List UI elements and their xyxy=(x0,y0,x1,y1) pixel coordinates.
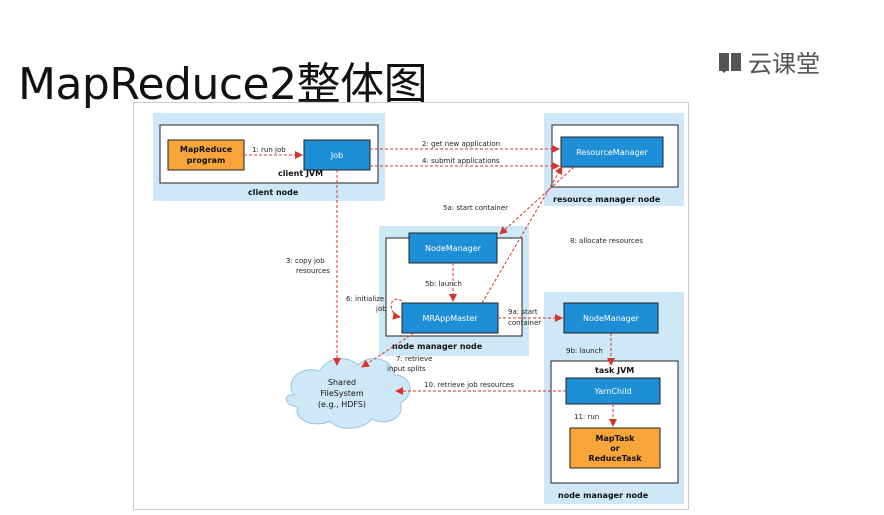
client-node-label: client node xyxy=(248,188,299,197)
label-initialize-line2: job xyxy=(375,305,387,313)
node-manager-node-1-label: node manager node xyxy=(392,342,483,351)
shared-fs-line1: Shared xyxy=(328,378,356,387)
book-icon xyxy=(718,51,742,73)
mr-app-master-label: MRAppMaster xyxy=(422,314,478,323)
node-manager-node-2: NodeManager task JVM YarnChild MapTask o… xyxy=(544,292,684,504)
resource-manager-node-label: resource manager node xyxy=(553,195,661,204)
label-retrieve-job-resources: 10: retrieve job resources xyxy=(424,381,514,389)
label-get-new-application: 2: get new application xyxy=(422,140,500,148)
resource-manager-node: ResourceManager resource manager node xyxy=(544,113,684,206)
arrow-retrieve-input-splits xyxy=(361,332,415,368)
brand-logo: 云课堂 xyxy=(718,44,820,79)
label-copy-job-line1: 3: copy job xyxy=(286,257,325,265)
arrow-start-container-5a xyxy=(499,166,575,235)
label-allocate-resources: 8: allocate resources xyxy=(570,237,643,245)
label-run-task: 11: run xyxy=(574,413,599,421)
label-launch-5b: 5b: launch xyxy=(425,280,462,288)
job-box: Job xyxy=(303,139,371,171)
node-manager-2-label: NodeManager xyxy=(583,314,640,323)
label-copy-job-line2: resources xyxy=(296,267,330,275)
yarn-child-box xyxy=(565,377,661,405)
task-jvm-label: task JVM xyxy=(595,366,634,375)
task-box xyxy=(569,427,661,469)
arrow-allocate-resources xyxy=(481,166,563,304)
page-title: MapReduce2整体图 xyxy=(18,59,428,110)
shared-fs-line3: (e.g., HDFS) xyxy=(318,400,366,409)
label-initialize-line1: 6: initialize xyxy=(346,295,384,303)
label-submit-application: 4: submit applications xyxy=(422,157,500,165)
label-launch-9b: 9b: launch xyxy=(566,347,603,355)
task-box-line2: or xyxy=(610,444,619,453)
resource-manager-label: ResourceManager xyxy=(576,148,648,157)
node-manager-node-2-label: node manager node xyxy=(558,491,649,500)
node-manager-2-box xyxy=(563,302,659,334)
mapreduce-program-line1: MapReduce xyxy=(180,145,233,154)
shared-fs-line2: FileSystem xyxy=(320,389,363,398)
label-retrieve-splits-line2: input splits xyxy=(387,365,426,373)
label-start-container-5a: 5a: start container xyxy=(443,204,508,212)
shared-filesystem-cloud: Shared FileSystem (e.g., HDFS) xyxy=(285,358,411,429)
label-run-job: 1: run job xyxy=(252,146,286,154)
label-retrieve-splits-line1: 7: retrieve xyxy=(396,355,432,363)
client-jvm-label: client JVM xyxy=(278,169,323,178)
mr-app-master-box xyxy=(401,302,499,334)
mapreduce2-diagram: client JVM client node MapReduce program… xyxy=(133,102,689,510)
arrow-initialize-job xyxy=(390,298,403,320)
label-start-container-9a-line1: 9a: start xyxy=(508,308,538,316)
resource-manager-box xyxy=(560,136,664,168)
node-manager-node-1: NodeManager MRAppMaster node manager nod… xyxy=(379,226,529,356)
brand-name: 云课堂 xyxy=(748,50,820,78)
job-label: Job xyxy=(330,151,343,160)
yarn-child-label: YarnChild xyxy=(593,387,631,396)
mapreduce-program-box: MapReduce program xyxy=(167,139,245,171)
task-box-line1: MapTask xyxy=(596,434,636,443)
mapreduce-program-line2: program xyxy=(187,156,226,165)
node-manager-1-label: NodeManager xyxy=(425,244,482,253)
node-manager-1-box xyxy=(408,232,498,264)
task-box-line3: ReduceTask xyxy=(588,454,642,463)
label-start-container-9a-line2: container xyxy=(508,319,541,327)
